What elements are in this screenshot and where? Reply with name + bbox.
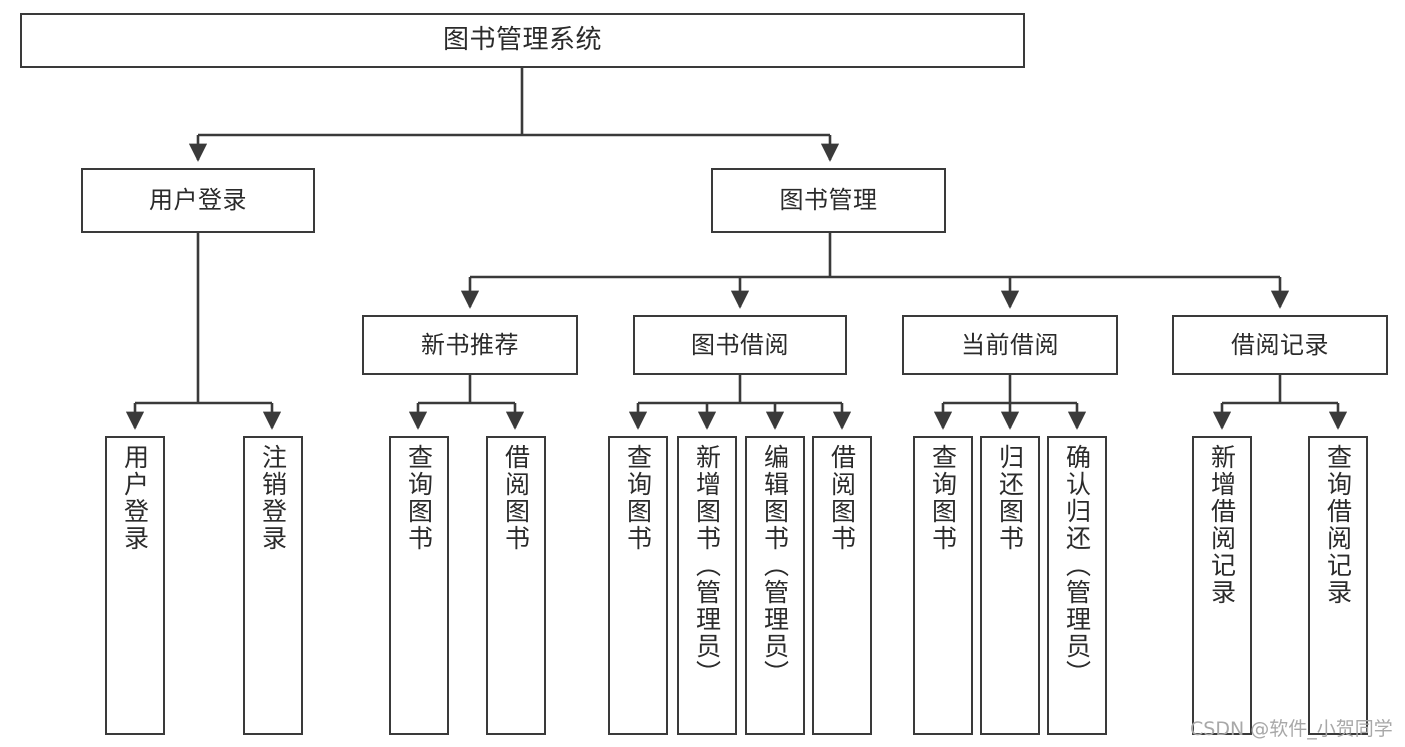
node-leaf-query-record[interactable]: 查询借阅记录 xyxy=(1308,436,1368,735)
watermark-text: CSDN @软件_小贺同学 xyxy=(1190,718,1393,740)
node-user-login[interactable]: 用户登录 xyxy=(81,168,315,233)
node-root-label: 图书管理系统 xyxy=(442,24,602,55)
node-leaf-query-book-1-label: 查询图书 xyxy=(404,444,434,552)
node-leaf-query-book-2-label: 查询图书 xyxy=(623,444,653,552)
node-borrow-record[interactable]: 借阅记录 xyxy=(1172,315,1388,375)
node-leaf-add-book-label: 新增图书（管理员） xyxy=(692,444,722,687)
node-leaf-return-book-label: 归还图书 xyxy=(995,444,1025,552)
node-borrow-record-label: 借阅记录 xyxy=(1231,330,1329,359)
node-leaf-edit-book[interactable]: 编辑图书（管理员） xyxy=(745,436,805,735)
node-leaf-user-logout[interactable]: 注销登录 xyxy=(243,436,303,735)
node-current-borrow[interactable]: 当前借阅 xyxy=(902,315,1118,375)
node-leaf-confirm-return[interactable]: 确认归还（管理员） xyxy=(1047,436,1107,735)
node-leaf-add-record[interactable]: 新增借阅记录 xyxy=(1192,436,1252,735)
node-leaf-borrow-book-1-label: 借阅图书 xyxy=(501,444,531,552)
node-leaf-confirm-return-label: 确认归还（管理员） xyxy=(1062,444,1092,687)
node-leaf-user-logout-label: 注销登录 xyxy=(258,444,288,552)
node-leaf-query-book-3-label: 查询图书 xyxy=(928,444,958,552)
node-leaf-query-book-3[interactable]: 查询图书 xyxy=(913,436,973,735)
node-leaf-add-book[interactable]: 新增图书（管理员） xyxy=(677,436,737,735)
node-book-management[interactable]: 图书管理 xyxy=(711,168,946,233)
node-leaf-query-book-1[interactable]: 查询图书 xyxy=(389,436,449,735)
node-leaf-add-record-label: 新增借阅记录 xyxy=(1207,444,1237,606)
node-book-borrow[interactable]: 图书借阅 xyxy=(633,315,847,375)
node-new-book-recommend-label: 新书推荐 xyxy=(421,330,519,359)
node-new-book-recommend[interactable]: 新书推荐 xyxy=(362,315,578,375)
node-current-borrow-label: 当前借阅 xyxy=(961,330,1059,359)
node-leaf-user-login[interactable]: 用户登录 xyxy=(105,436,165,735)
node-book-management-label: 图书管理 xyxy=(779,186,878,215)
node-leaf-edit-book-label: 编辑图书（管理员） xyxy=(760,444,790,687)
node-leaf-query-record-label: 查询借阅记录 xyxy=(1323,444,1353,606)
node-leaf-query-book-2[interactable]: 查询图书 xyxy=(608,436,668,735)
node-book-borrow-label: 图书借阅 xyxy=(691,330,789,359)
node-leaf-user-login-label: 用户登录 xyxy=(120,444,150,552)
node-leaf-borrow-book-2-label: 借阅图书 xyxy=(827,444,857,552)
node-leaf-borrow-book-1[interactable]: 借阅图书 xyxy=(486,436,546,735)
node-leaf-borrow-book-2[interactable]: 借阅图书 xyxy=(812,436,872,735)
node-leaf-return-book[interactable]: 归还图书 xyxy=(980,436,1040,735)
node-user-login-label: 用户登录 xyxy=(149,186,247,215)
node-root[interactable]: 图书管理系统 xyxy=(20,13,1025,68)
